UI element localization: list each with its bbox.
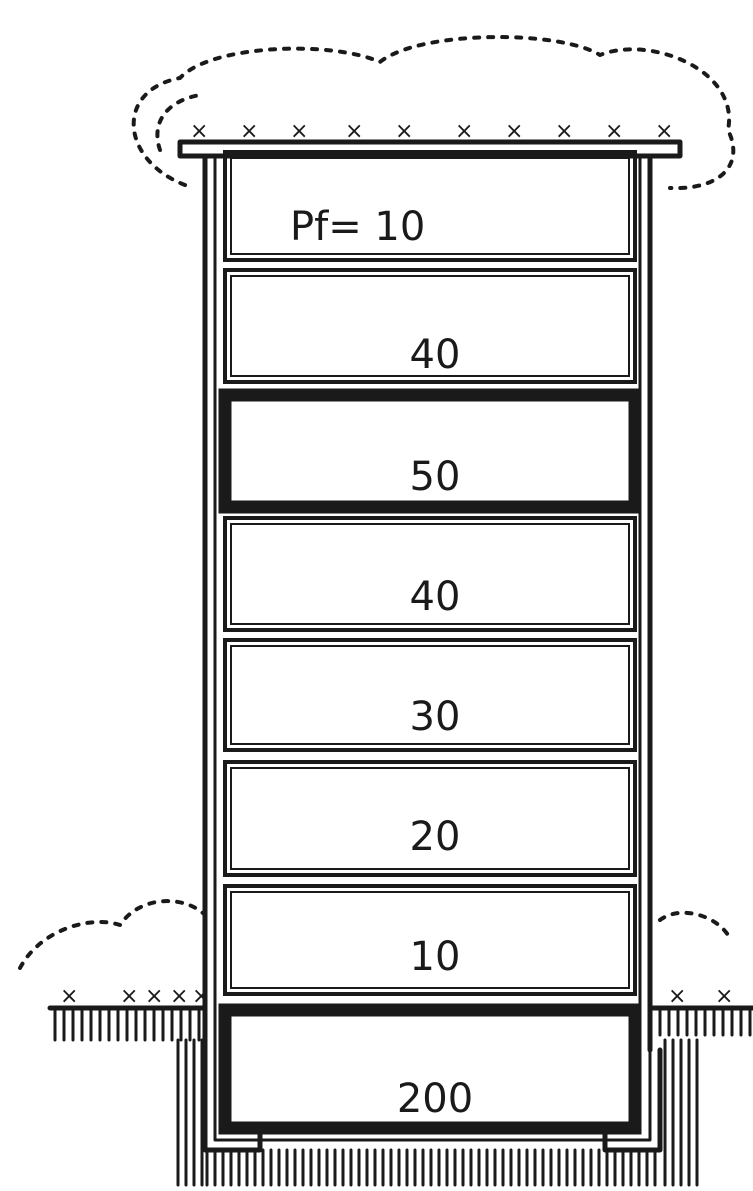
svg-text:×: ×: [668, 984, 686, 1009]
floor-3-label: 50: [410, 454, 461, 500]
floor-1-label: Pf= 10: [290, 204, 425, 250]
svg-text:×: ×: [192, 984, 210, 1009]
floor-5-label: 30: [410, 694, 461, 740]
ground-vegetation-left: [20, 901, 205, 968]
svg-text:×: ×: [60, 984, 78, 1009]
floor-8-label: 200: [397, 1076, 473, 1122]
floor-2-label: 40: [410, 332, 461, 378]
floor-4-label: 40: [410, 574, 461, 620]
ground-vegetation-right: [660, 913, 728, 935]
floor-1-box: [225, 152, 635, 260]
svg-text:×: ×: [120, 984, 138, 1009]
svg-text:×: ×: [145, 984, 163, 1009]
floor-7-label: 10: [410, 934, 461, 980]
svg-text:×: ×: [170, 984, 188, 1009]
floor-6-label: 20: [410, 814, 461, 860]
floors: Pf= 10 40 50 40 30 20 10 200: [225, 152, 635, 1128]
svg-text:×: ×: [715, 984, 733, 1009]
